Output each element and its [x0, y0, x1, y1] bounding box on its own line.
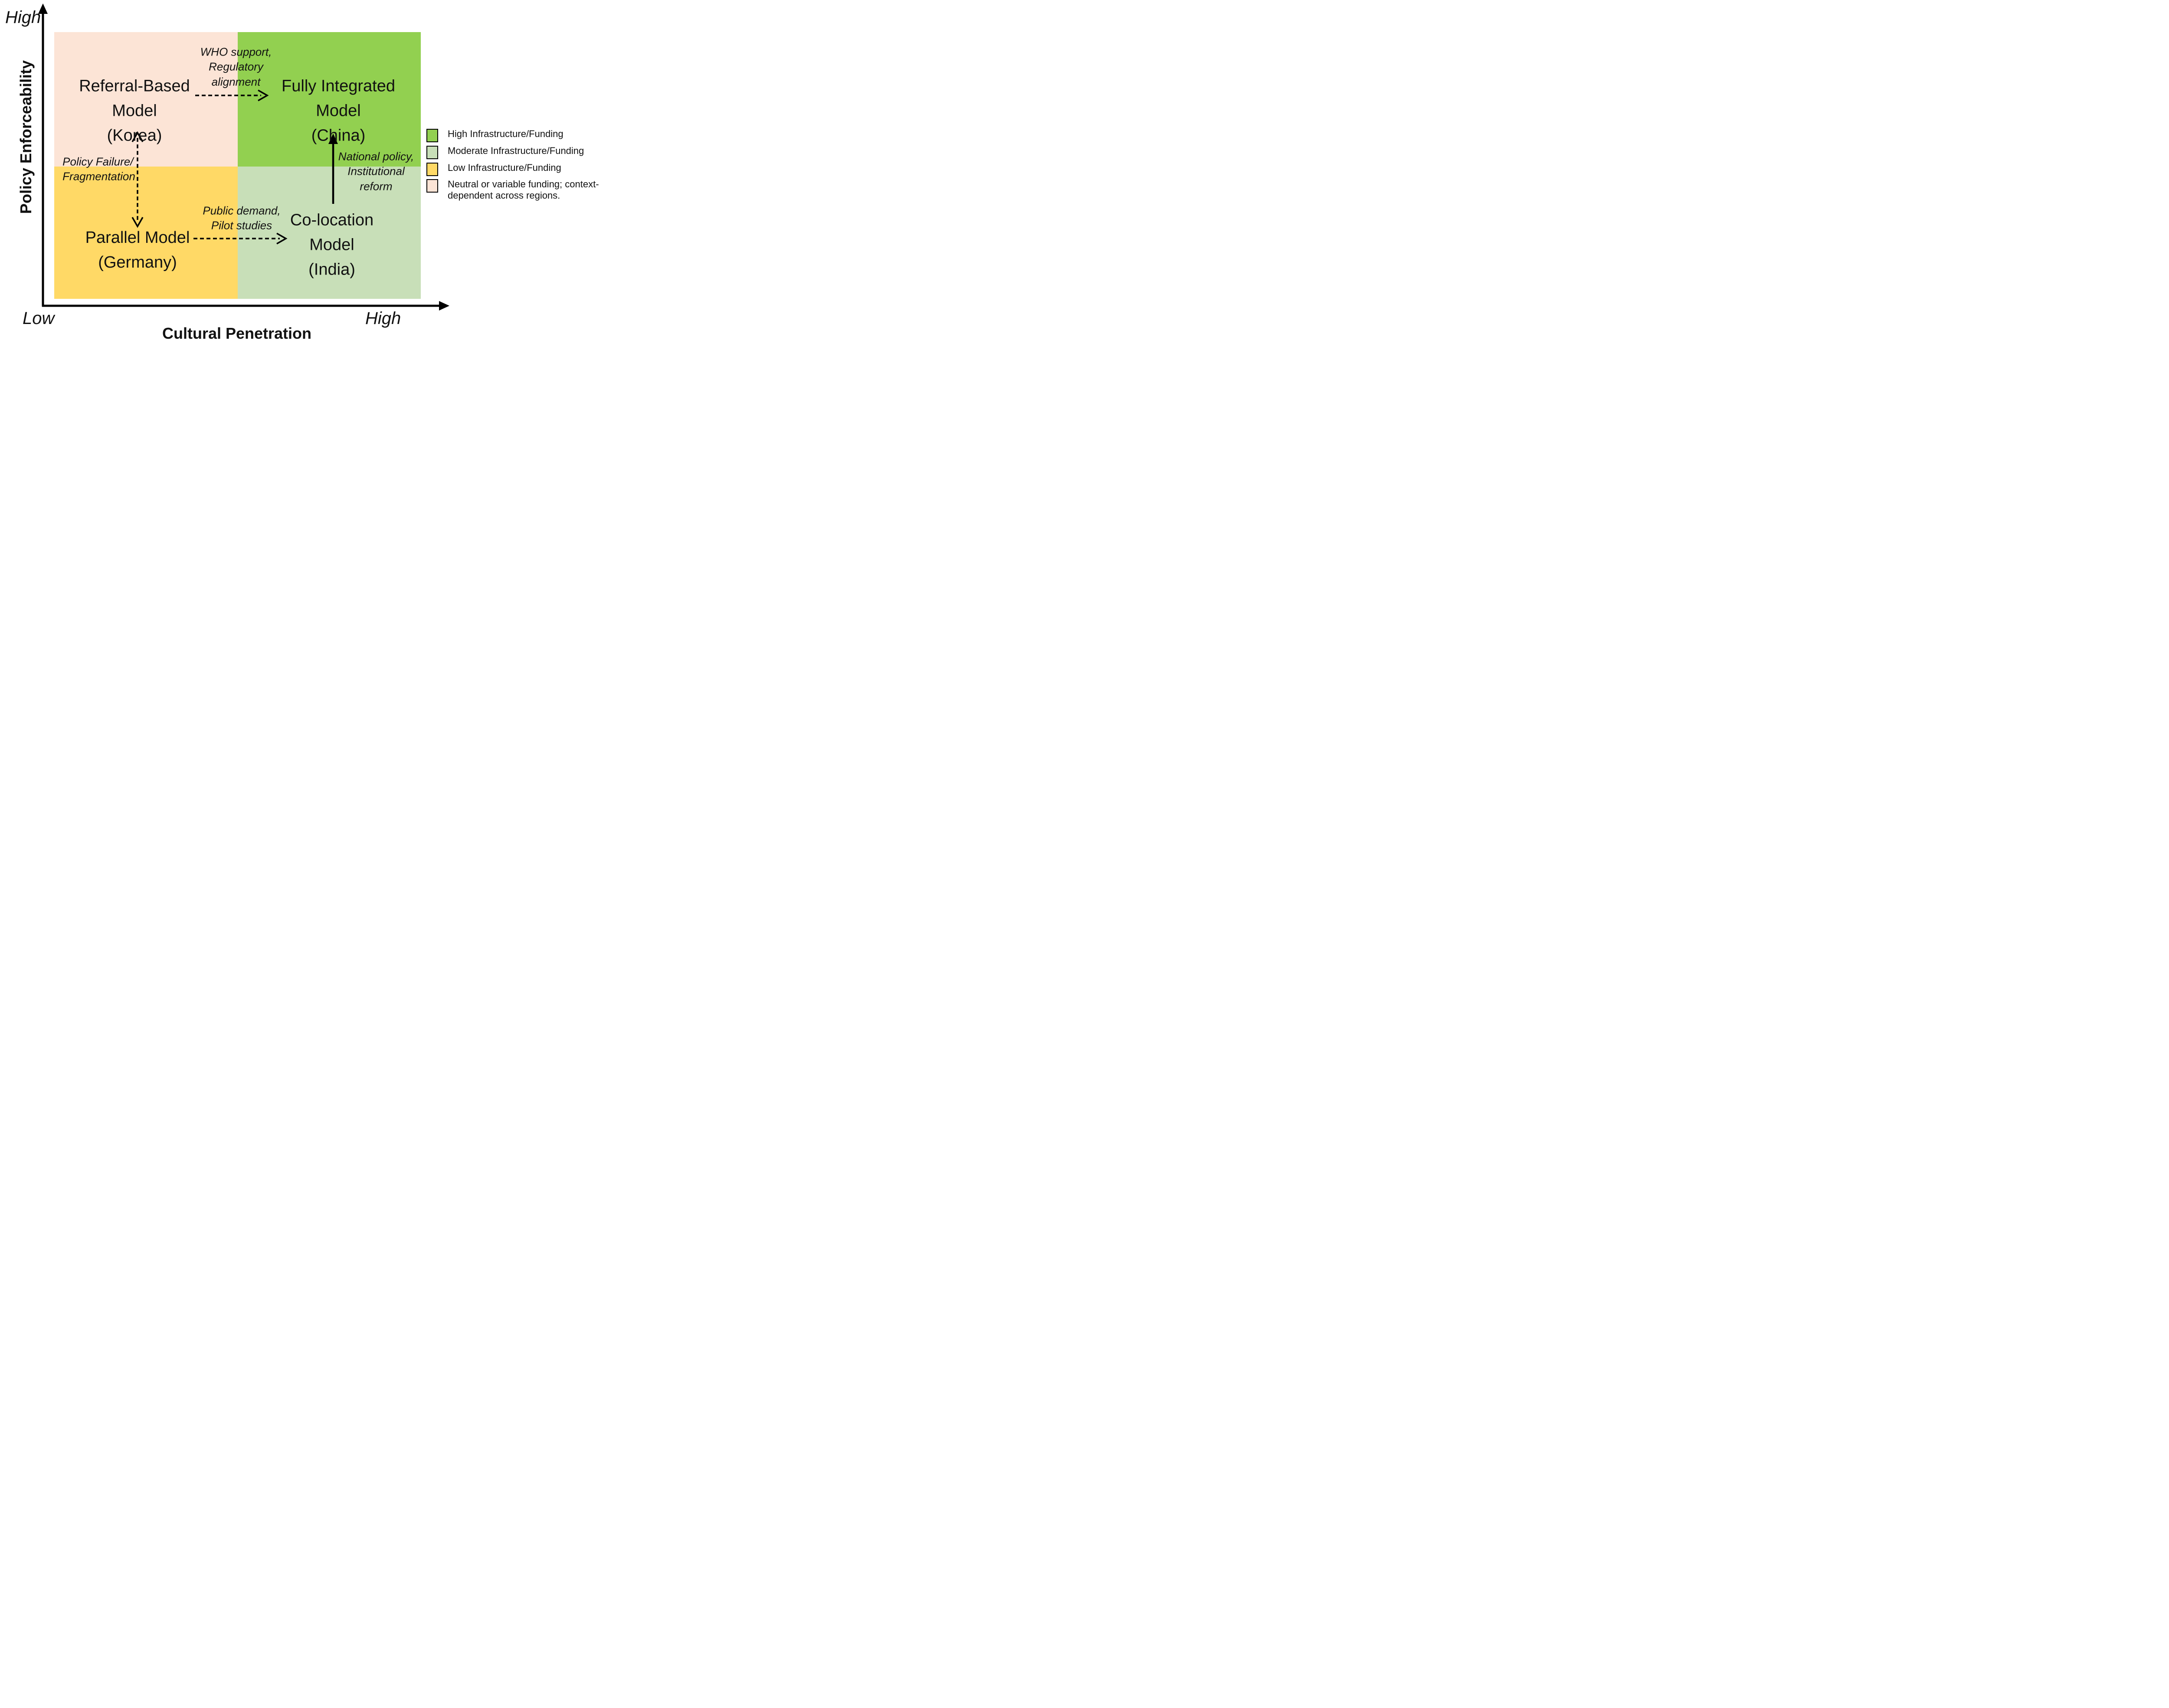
y-axis-high-label: High	[5, 8, 41, 27]
quadrant-bottom-right	[238, 167, 421, 299]
legend-item-high: High Infrastructure/Funding	[426, 128, 615, 142]
legend-label: Neutral or variable funding; context- de…	[448, 179, 599, 201]
legend-swatch-lightgreen-icon	[426, 146, 438, 159]
legend-item-low: Low Infrastructure/Funding	[426, 162, 615, 176]
annotation-who-support: WHO support, Regulatory alignment	[200, 45, 272, 88]
quadrant-area	[54, 32, 421, 299]
quadrant-title-korea: Referral-Based Model (Korea)	[79, 77, 190, 145]
quadrant-title-india: Co-location Model (India)	[290, 211, 374, 279]
quadrant-title-china: Fully Integrated Model (China)	[282, 77, 395, 145]
legend-swatch-green-icon	[426, 129, 438, 142]
x-axis-high-label: High	[365, 309, 401, 328]
quadrant-title-germany: Parallel Model (Germany)	[85, 229, 190, 272]
x-axis-arrowhead-icon	[439, 301, 449, 311]
legend-label: High Infrastructure/Funding	[448, 128, 564, 139]
y-axis-title: Policy Enforceability	[17, 60, 35, 214]
annotation-national-policy: National policy, Institutional reform	[338, 150, 414, 193]
legend-swatch-peach-icon	[426, 179, 438, 193]
legend-item-moderate: Moderate Infrastructure/Funding	[426, 145, 615, 159]
legend-swatch-yellow-icon	[426, 163, 438, 176]
quadrant-diagram: Referral-Based Model (Korea) Fully Integ…	[0, 0, 615, 342]
annotation-public-demand: Public demand, Pilot studies	[203, 204, 281, 232]
quadrant-bottom-left	[54, 167, 238, 299]
x-axis-low-label: Low	[23, 309, 55, 328]
quadrant-top-left	[54, 32, 238, 167]
legend-label: Moderate Infrastructure/Funding	[448, 145, 584, 156]
x-axis-title: Cultural Penetration	[162, 324, 312, 342]
legend-label: Low Infrastructure/Funding	[448, 162, 561, 173]
legend-item-neutral: Neutral or variable funding; context- de…	[426, 179, 615, 201]
annotation-policy-failure: Policy Failure/ Fragmentation	[62, 155, 135, 183]
